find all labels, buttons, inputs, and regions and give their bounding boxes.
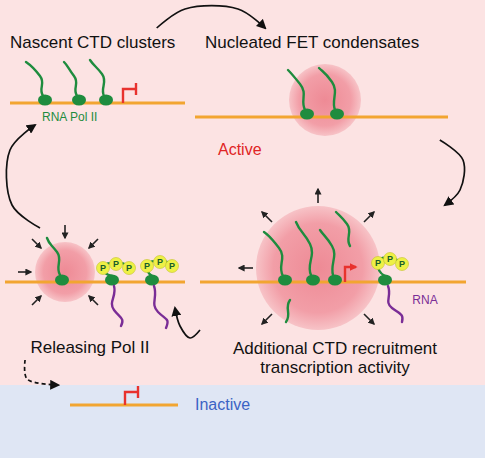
phospho-label: P	[100, 264, 106, 273]
ctd-tail	[319, 68, 335, 110]
molecule-label: RNA Pol II	[42, 111, 97, 123]
region-label: Inactive	[195, 396, 285, 414]
inward-arrow	[64, 225, 66, 238]
inward-arrow	[18, 271, 31, 273]
phospho-circle	[154, 256, 167, 269]
phospho-label: P	[387, 255, 393, 264]
pol-ii	[328, 275, 342, 286]
pol-ii	[99, 95, 113, 106]
phospho-circle	[110, 258, 123, 271]
state-label: Additional CTD recruitment transcription…	[205, 339, 465, 378]
active-region: Active Nascent CTD clusters Nucleated FET …	[0, 0, 485, 385]
ctd-tail	[296, 222, 312, 275]
condensate-droplet	[256, 206, 380, 330]
phospho-circle	[396, 258, 409, 271]
condensate-droplet	[289, 64, 361, 136]
phospho-circle	[372, 257, 385, 270]
phospho-circle	[97, 262, 110, 275]
phospho-label: P	[399, 260, 405, 269]
pol-ii	[378, 275, 392, 286]
pol-ii	[306, 275, 320, 286]
molecule-label: RNA	[412, 294, 437, 306]
state-label: Nucleated FET condensates	[205, 33, 450, 53]
phospho-circle	[384, 253, 397, 266]
pol-ii	[330, 109, 344, 120]
pol-ii	[278, 275, 292, 286]
phospho-label: P	[169, 262, 175, 271]
pol-ii	[38, 95, 52, 106]
pol-ii	[55, 275, 69, 286]
pol-ii	[300, 109, 314, 120]
region-label: Active	[218, 141, 288, 159]
phospho-label: P	[157, 258, 163, 267]
phospho-label: P	[144, 262, 150, 271]
outward-arrow	[317, 189, 319, 203]
repressed-promoter	[137, 386, 139, 398]
pol-ii	[145, 275, 159, 286]
ctd-tail	[286, 300, 290, 322]
outward-arrow	[239, 267, 253, 269]
state-label: Nascent CTD clusters	[10, 33, 190, 53]
inactive-region: Inactive	[0, 385, 485, 458]
state-label: Releasing Pol II	[5, 338, 175, 358]
pol-ii	[72, 95, 86, 106]
phospho-label: P	[375, 259, 381, 268]
dna-strand	[195, 116, 448, 119]
phospho-circle	[141, 260, 154, 273]
repressed-promoter	[135, 83, 137, 95]
ctd-tail	[320, 230, 334, 275]
phospho-circle	[166, 260, 179, 273]
phospho-circle	[123, 262, 136, 275]
pol-ii	[105, 275, 119, 286]
active-promoter	[345, 267, 356, 282]
condensate-droplet	[35, 242, 95, 302]
ctd-tail	[264, 232, 283, 276]
state-box: Nascent CTD clusters	[5, 28, 190, 125]
phospho-label: P	[126, 264, 132, 273]
ctd-tail	[336, 212, 350, 246]
dna-strand	[10, 102, 185, 105]
phospho-label: P	[113, 260, 119, 269]
